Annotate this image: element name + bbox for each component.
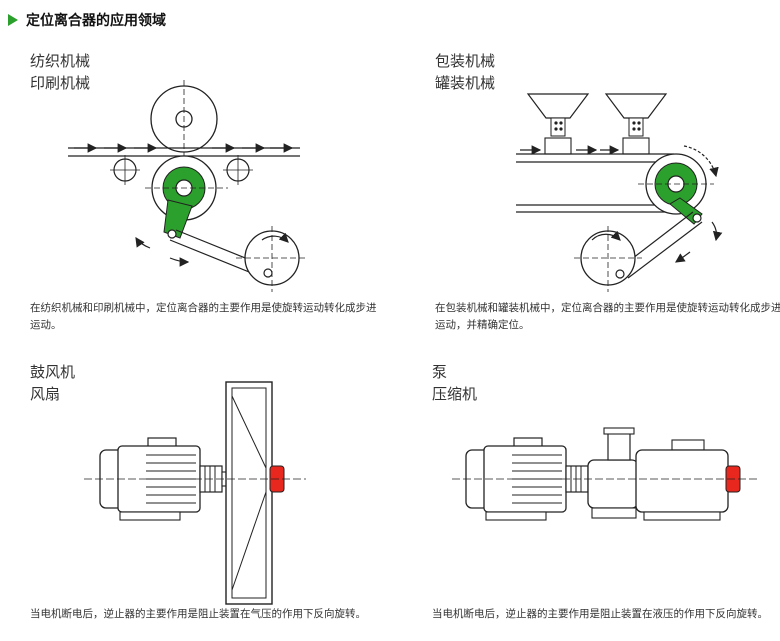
panel-heading-line: 包装机械 [435, 52, 496, 70]
panel-heading-line: 压缩机 [432, 385, 478, 403]
panel-caption-packaging: 在包装机械和罐装机械中，定位离合器的主要作用是使旋转运动转化成步进运动，并精确定… [435, 302, 780, 331]
panel-heading-line: 鼓风机 [30, 363, 76, 381]
panel-packaging: 包装机械 罐装机械 [435, 50, 780, 94]
page-title-row: 定位离合器的应用领域 [8, 10, 166, 30]
panel-heading-line: 印刷机械 [30, 74, 91, 92]
panel-textile: 纺织机械 印刷机械 [30, 50, 390, 94]
panel-caption-blower: 当电机断电后，逆止器的主要作用是阻止装置在气压的作用下反向旋转。 [30, 608, 366, 620]
panel-heading-line: 罐装机械 [435, 74, 496, 92]
panel-heading-line: 纺织机械 [30, 52, 91, 70]
panel-heading-line: 风扇 [30, 385, 61, 403]
panel-caption-textile: 在纺织机械和印刷机械中，定位离合器的主要作用是使旋转运动转化成步进运动。 [30, 302, 377, 331]
panel-heading-line: 泵 [432, 363, 448, 381]
panel-pump: 泵 压缩机 [432, 361, 780, 405]
page-title: 定位离合器的应用领域 [26, 13, 166, 29]
panel-blower: 鼓风机 风扇 [30, 361, 390, 405]
bullet-arrow-icon [8, 14, 18, 26]
panel-caption-pump: 当电机断电后，逆止器的主要作用是阻止装置在液压的作用下反向旋转。 [432, 608, 768, 620]
